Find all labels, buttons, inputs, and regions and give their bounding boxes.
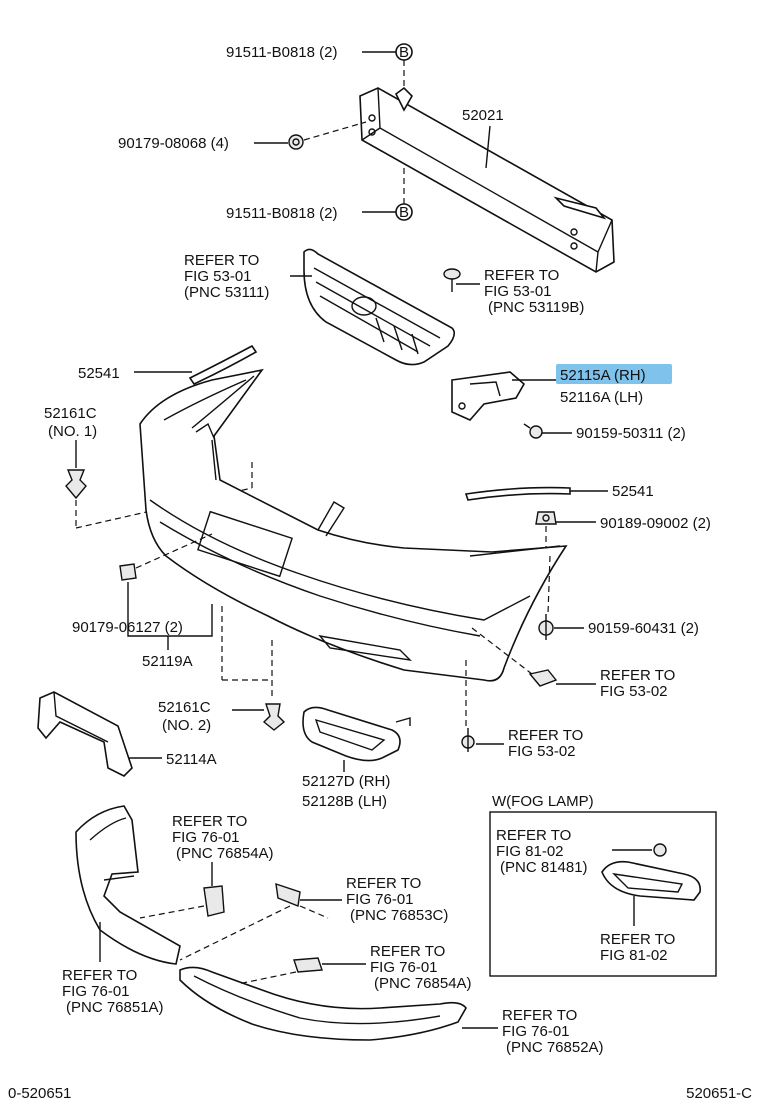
fog-lamp-bulb[interactable]	[653, 843, 667, 857]
label-plate: 52114A	[166, 751, 217, 768]
label-clip-bottom-2: (NO. 2)	[162, 717, 211, 734]
label-nut-left: 90179-08068 (4)	[118, 135, 229, 152]
label-spoiler-ref-2b: FIG 76-01	[346, 891, 414, 908]
label-spoiler-ref-3a: REFER TO	[62, 967, 137, 984]
label-clip-right: 90189-09002 (2)	[600, 515, 711, 532]
clip-left[interactable]	[65, 469, 87, 500]
label-grille-ref-1: REFER TO	[184, 252, 259, 269]
label-fog-ref-1a: REFER TO	[496, 827, 571, 844]
label-spoiler-ref-4a: REFER TO	[370, 943, 445, 960]
label-spoiler-ref-5c: (PNC 76852A)	[506, 1039, 604, 1056]
label-clip-left-2: (NO. 1)	[48, 423, 97, 440]
label-bumper-cover: 52119A	[142, 653, 193, 670]
clip-right[interactable]	[535, 511, 557, 525]
label-ref-right-1a: REFER TO	[600, 667, 675, 684]
label-spoiler-ref-5b: FIG 76-01	[502, 1023, 570, 1040]
label-spoiler-ref-1b: FIG 76-01	[172, 829, 240, 846]
bumper-reinforcement[interactable]	[359, 86, 615, 273]
fog-lamp-cover[interactable]	[302, 706, 411, 762]
center-spoiler[interactable]	[179, 966, 467, 1041]
label-bracket-rh: 52115A (RH)	[560, 367, 646, 384]
spoiler-bracket-1[interactable]	[203, 885, 225, 917]
clip-bottom[interactable]	[262, 703, 286, 731]
bolt-top[interactable]: B	[395, 43, 413, 61]
label-fog-cover-lh: 52128B (LH)	[302, 793, 387, 810]
nut-lower[interactable]	[119, 563, 137, 581]
bolt-mid-circle-label: B	[399, 204, 409, 221]
strip-left[interactable]	[188, 344, 258, 386]
spoiler-bracket-2[interactable]	[275, 882, 301, 907]
label-emblem-ref-1: REFER TO	[484, 267, 559, 284]
label-spoiler-ref-5a: REFER TO	[502, 1007, 577, 1024]
label-bracket-lh: 52116A (LH)	[560, 389, 643, 406]
label-reinforcement: 52021	[462, 107, 504, 124]
label-fog-cover-rh: 52127D (RH)	[302, 773, 390, 790]
emblem-clip[interactable]	[443, 268, 461, 292]
label-screw-right-2: 90159-60431 (2)	[588, 620, 699, 637]
side-spoiler-left[interactable]	[75, 805, 181, 965]
fog-lamp[interactable]	[601, 860, 701, 901]
screw-right-2[interactable]	[538, 614, 554, 640]
fog-lamp-box	[489, 811, 717, 977]
label-ref-right-1b: FIG 53-02	[600, 683, 668, 700]
label-screw-right-1: 90159-50311 (2)	[576, 425, 686, 442]
label-spoiler-ref-2c: (PNC 76853C)	[350, 907, 448, 924]
label-clip-left-1: 52161C	[44, 405, 97, 422]
label-spoiler-ref-3c: (PNC 76851A)	[66, 999, 164, 1016]
label-grille-ref-2: FIG 53-01	[184, 268, 252, 285]
label-strip-left: 52541	[78, 365, 120, 382]
label-spoiler-ref-1a: REFER TO	[172, 813, 247, 830]
label-emblem-ref-3: (PNC 53119B)	[488, 299, 584, 316]
label-ref-right-2a: REFER TO	[508, 727, 583, 744]
label-spoiler-ref-3b: FIG 76-01	[62, 983, 130, 1000]
label-ref-right-2b: FIG 53-02	[508, 743, 576, 760]
license-plate-bracket[interactable]	[37, 691, 133, 777]
label-strip-right: 52541	[612, 483, 654, 500]
label-bolt-mid: 91511-B0818 (2)	[226, 205, 337, 222]
label-clip-bottom-1: 52161C	[158, 699, 211, 716]
front-bumper-cover[interactable]	[139, 368, 568, 682]
label-fog-ref-1c: (PNC 81481)	[500, 859, 588, 876]
radiator-grille[interactable]	[303, 248, 456, 366]
retainer-right[interactable]	[528, 669, 558, 687]
label-spoiler-ref-2a: REFER TO	[346, 875, 421, 892]
label-bolt-top: 91511-B0818 (2)	[226, 44, 337, 61]
label-spoiler-ref-4b: FIG 76-01	[370, 959, 438, 976]
label-emblem-ref-2: FIG 53-01	[484, 283, 552, 300]
fog-box-title: W(FOG LAMP)	[492, 793, 594, 810]
label-grille-ref-3: (PNC 53111)	[184, 284, 269, 301]
bolt-top-circle-label: B	[399, 44, 409, 61]
screw-bottom-right[interactable]	[461, 728, 475, 752]
nut-left[interactable]	[288, 134, 304, 150]
footer-left: 0-520651	[8, 1085, 71, 1102]
label-spoiler-ref-4c: (PNC 76854A)	[374, 975, 472, 992]
label-nut-lower: 90179-06127 (2)	[72, 619, 183, 636]
bumper-bracket[interactable]	[451, 371, 526, 421]
screw-right-1[interactable]	[523, 423, 543, 439]
strip-right[interactable]	[464, 486, 571, 501]
label-spoiler-ref-1c: (PNC 76854A)	[176, 845, 274, 862]
label-fog-ref-2b: FIG 81-02	[600, 947, 668, 964]
label-fog-ref-2a: REFER TO	[600, 931, 675, 948]
bracket-rh-highlight	[556, 364, 672, 384]
label-fog-ref-1b: FIG 81-02	[496, 843, 564, 860]
bolt-mid[interactable]: B	[395, 203, 413, 221]
spoiler-bracket-3[interactable]	[293, 957, 323, 973]
footer-right: 520651-C	[686, 1085, 752, 1102]
